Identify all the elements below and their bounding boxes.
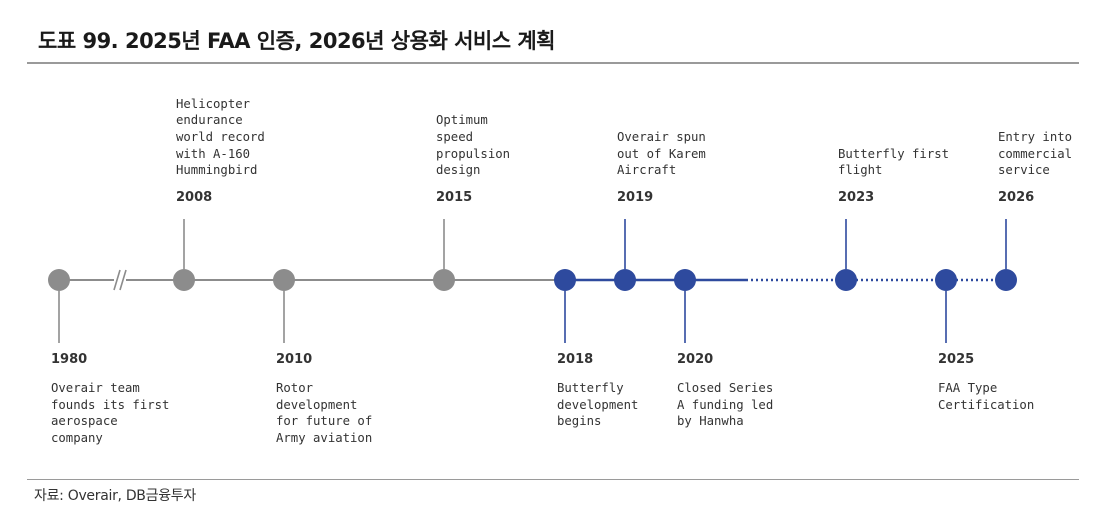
event-marker <box>48 269 70 291</box>
event-year: 2025 <box>938 352 975 367</box>
event-description: Overair spun out of Karem Aircraft <box>617 129 706 178</box>
event-description: Rotor development for future of Army avi… <box>276 381 373 446</box>
event-year: 2026 <box>998 190 1035 205</box>
event-marker <box>614 269 636 291</box>
event-description: Overair team founds its first aerospace … <box>51 381 170 446</box>
axis-break-gap <box>114 277 126 283</box>
event-marker <box>273 269 295 291</box>
title-divider <box>27 62 1079 64</box>
event-description: Entry into commercial service <box>998 129 1073 178</box>
event-description: Butterfly first flight <box>838 146 950 178</box>
axis-break-mark <box>113 269 121 291</box>
event-description: Optimum speed propulsion design <box>436 113 511 178</box>
event-year: 2019 <box>617 190 654 205</box>
source-divider <box>27 479 1079 480</box>
page-title: 도표 99. 2025년 FAA 인증, 2026년 상용화 서비스 계획 <box>38 29 555 53</box>
event-year: 2015 <box>436 190 473 205</box>
event-marker <box>173 269 195 291</box>
event-description: Closed Series A funding led by Hanwha <box>677 381 774 429</box>
event-marker <box>554 269 576 291</box>
event-description: Helicopter endurance world record with A… <box>176 96 265 178</box>
event-year: 2008 <box>176 190 213 205</box>
timeline-diagram <box>48 219 1017 343</box>
event-marker <box>433 269 455 291</box>
event-marker <box>935 269 957 291</box>
event-year: 2010 <box>276 352 313 367</box>
event-marker <box>674 269 696 291</box>
event-marker <box>995 269 1017 291</box>
event-description: Butterfly development begins <box>557 381 639 429</box>
event-year: 1980 <box>51 352 88 367</box>
event-year: 2020 <box>677 352 714 367</box>
axis-break-mark <box>119 269 127 291</box>
event-marker <box>835 269 857 291</box>
event-year: 2023 <box>838 190 875 205</box>
source-note: 자료: Overair, DB금융투자 <box>34 488 196 504</box>
event-description: FAA Type Certification <box>938 381 1035 412</box>
event-year: 2018 <box>557 352 594 367</box>
